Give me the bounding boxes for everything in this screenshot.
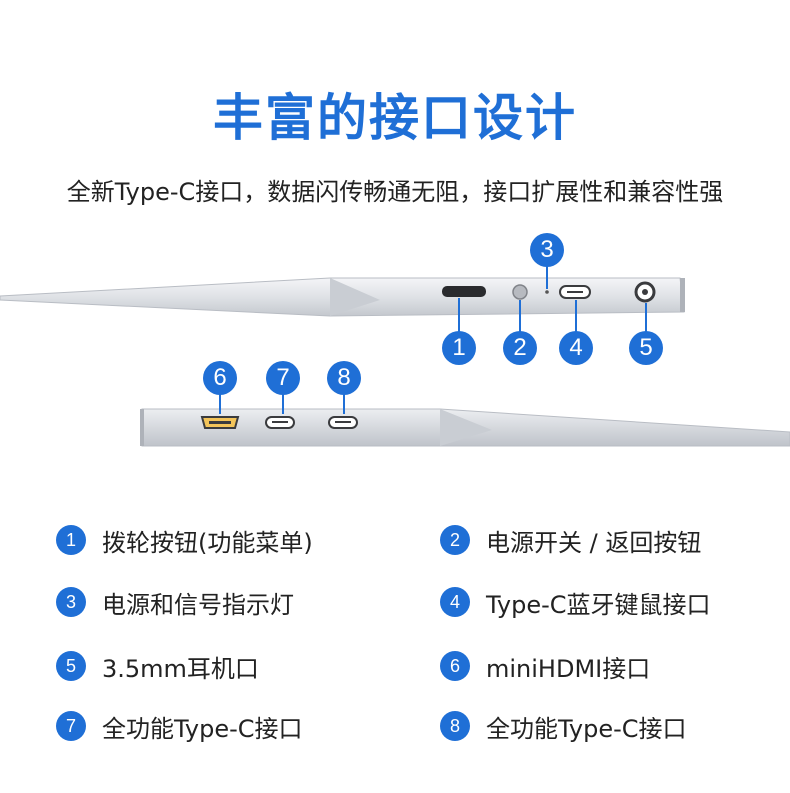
legend-item: 2 电源开关 / 返回按钮 bbox=[440, 523, 701, 557]
device-side-left bbox=[140, 408, 790, 447]
legend-item: 8 全功能Type-C接口 bbox=[440, 709, 687, 743]
scroll-wheel-icon bbox=[442, 286, 486, 297]
marker-7: 7 bbox=[266, 361, 300, 395]
leader-line bbox=[519, 300, 521, 332]
legend-number: 2 bbox=[440, 525, 470, 555]
legend-number: 7 bbox=[56, 711, 86, 741]
legend-label: 3.5mm耳机口 bbox=[102, 654, 259, 683]
indicator-light-icon bbox=[545, 290, 549, 294]
leader-line bbox=[645, 303, 647, 332]
marker-5: 5 bbox=[629, 331, 663, 365]
legend-item: 5 3.5mm耳机口 bbox=[56, 649, 259, 683]
page-title: 丰富的接口设计 bbox=[213, 89, 577, 147]
leader-line bbox=[458, 298, 460, 332]
legend-item: 7 全功能Type-C接口 bbox=[56, 709, 303, 743]
legend-item: 6 miniHDMI接口 bbox=[440, 649, 650, 683]
legend-item: 3 电源和信号指示灯 bbox=[56, 585, 294, 619]
leader-line bbox=[575, 300, 577, 332]
legend-label: 全功能Type-C接口 bbox=[102, 714, 303, 743]
legend-number: 1 bbox=[56, 525, 86, 555]
mini-hdmi-port-icon bbox=[200, 416, 240, 429]
leader-line bbox=[343, 394, 345, 414]
legend-item: 1 拨轮按钮(功能菜单) bbox=[56, 523, 313, 557]
legend-number: 8 bbox=[440, 711, 470, 741]
leader-line bbox=[546, 265, 548, 289]
marker-1: 1 bbox=[442, 331, 476, 365]
legend-label: 电源和信号指示灯 bbox=[102, 590, 294, 619]
legend-number: 4 bbox=[440, 587, 470, 617]
device-side-right bbox=[0, 277, 685, 317]
legend-number: 3 bbox=[56, 587, 86, 617]
page-subtitle: 全新Type-C接口，数据闪传畅通无阻，接口扩展性和兼容性强 bbox=[66, 178, 724, 206]
legend-label: Type-C蓝牙键鼠接口 bbox=[486, 590, 711, 619]
marker-2: 2 bbox=[503, 331, 537, 365]
legend-label: 电源开关 / 返回按钮 bbox=[486, 528, 702, 557]
legend-number: 6 bbox=[440, 651, 470, 681]
usb-c-port-icon bbox=[559, 285, 591, 299]
marker-4: 4 bbox=[559, 331, 593, 365]
legend-item: 4 Type-C蓝牙键鼠接口 bbox=[440, 585, 711, 619]
legend-label: 拨轮按钮(功能菜单) bbox=[102, 528, 313, 557]
legend-label: 全功能Type-C接口 bbox=[486, 714, 687, 743]
legend-number: 5 bbox=[56, 651, 86, 681]
marker-8: 8 bbox=[327, 361, 361, 395]
marker-3: 3 bbox=[530, 233, 564, 267]
headphone-jack-icon bbox=[634, 281, 656, 303]
leader-line bbox=[282, 394, 284, 414]
legend-label: miniHDMI接口 bbox=[486, 654, 651, 683]
usb-c-port-icon bbox=[265, 416, 295, 429]
usb-c-port-icon bbox=[328, 416, 358, 429]
power-button-icon bbox=[512, 284, 528, 300]
leader-line bbox=[219, 394, 221, 414]
marker-6: 6 bbox=[203, 361, 237, 395]
